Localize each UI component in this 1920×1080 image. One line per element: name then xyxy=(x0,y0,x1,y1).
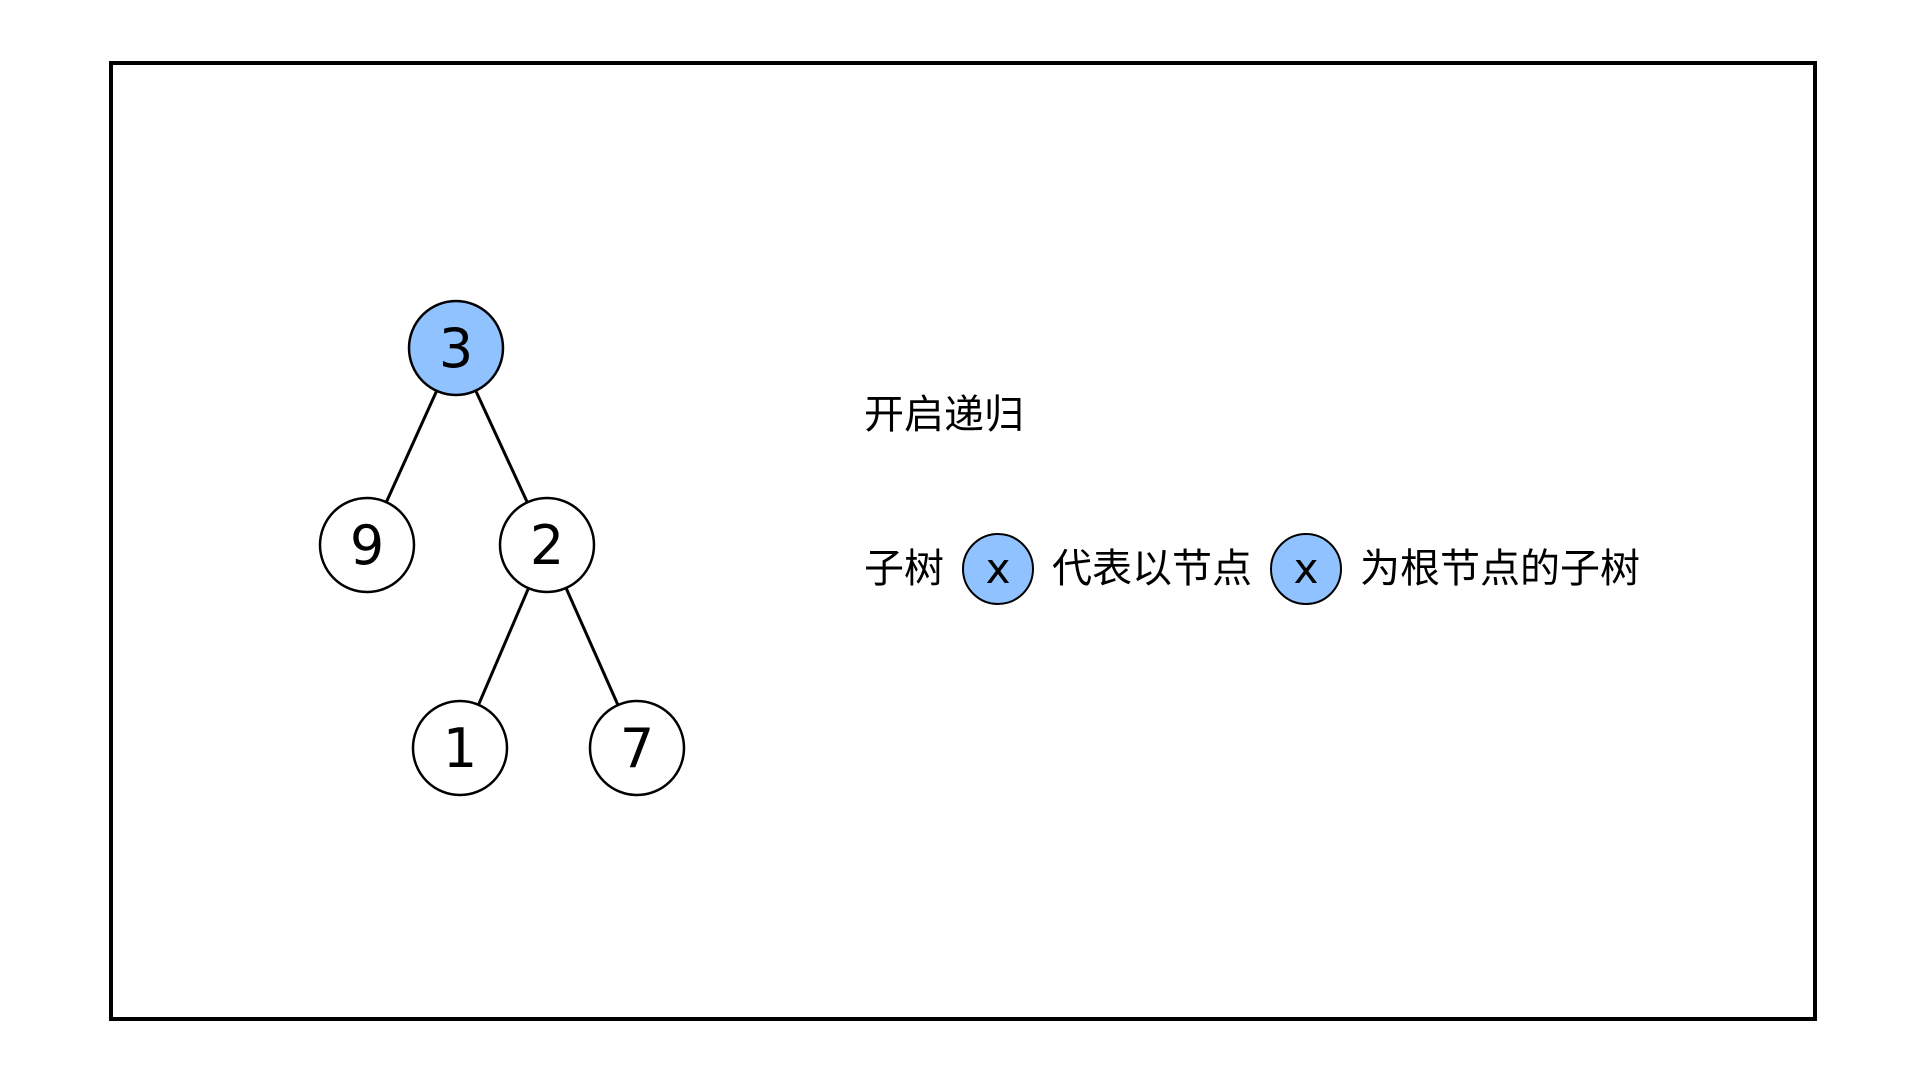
legend-part-represents: 代表以节点 xyxy=(1052,546,1252,592)
tree-node-label: 9 xyxy=(350,514,384,577)
tree-node-7: 7 xyxy=(588,699,686,797)
legend-node-x-icon: x xyxy=(962,533,1034,605)
tree-edge-n3-n9 xyxy=(384,390,439,503)
tree-edges xyxy=(384,390,620,706)
tree-node-circle xyxy=(588,699,686,797)
tree-node-label: 1 xyxy=(443,717,477,780)
tree-node-label: 3 xyxy=(439,317,473,380)
tree-node-label: 7 xyxy=(620,717,654,780)
tree-node-1: 1 xyxy=(411,699,509,797)
tree-edge-n2-n1 xyxy=(477,587,530,706)
recursion-title: 开启递归 xyxy=(864,392,1024,438)
tree-node-9: 9 xyxy=(318,496,416,594)
diagram-frame xyxy=(109,61,1817,1021)
tree-edge-n3-n2 xyxy=(474,390,529,503)
tree-nodes: 3 9 2 1 7 xyxy=(318,299,686,797)
legend-part-subtree: 子树 xyxy=(864,546,944,592)
tree-node-circle xyxy=(318,496,416,594)
tree-node-circle xyxy=(411,699,509,797)
tree-node-circle xyxy=(407,299,505,397)
legend-node-x-icon: x xyxy=(1270,533,1342,605)
legend-part-root-subtree: 为根节点的子树 xyxy=(1360,546,1640,592)
tree-node-label: 2 xyxy=(530,514,564,577)
tree-node-2: 2 xyxy=(498,496,596,594)
tree-edge-n2-n7 xyxy=(564,587,620,706)
tree-node-3: 3 xyxy=(407,299,505,397)
tree-node-circle xyxy=(498,496,596,594)
legend-text: 子树 x 代表以节点 x 为根节点的子树 xyxy=(864,529,1640,609)
